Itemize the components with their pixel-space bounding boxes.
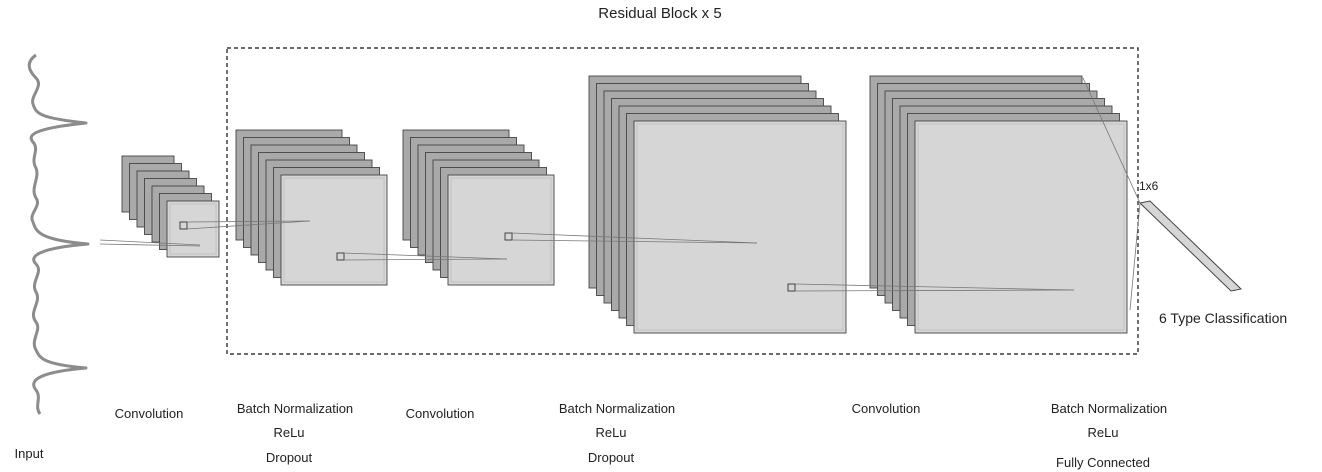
feature-map-inner-border (917, 123, 1125, 331)
classification-label: 6 Type Classification (1159, 310, 1288, 326)
feature-map-inner-border (283, 177, 385, 283)
kernel-window (179, 221, 188, 230)
kernel-window (336, 252, 345, 261)
kernel-connector-line (186, 220, 311, 223)
bn2-feature-stack (588, 75, 847, 334)
conv1-feature-stack (121, 155, 220, 258)
residual-block-title: Residual Block x 5 (598, 5, 722, 22)
bn3-label-line1: Batch Normalization (1050, 401, 1168, 416)
kernel-window (504, 232, 513, 241)
bn1-label-line1: Batch Normalization (236, 401, 354, 416)
bn2-label-line1: Batch Normalization (558, 401, 676, 416)
feature-map-front (280, 174, 388, 286)
fc-connector-line (1082, 77, 1141, 204)
conv2-feature-stack (402, 129, 555, 286)
feature-map-inner-border (169, 203, 217, 255)
kernel-connector-line (794, 289, 1075, 292)
feature-map-inner-border (450, 177, 552, 283)
fc-connector-line (1129, 202, 1141, 311)
kernel-connector-line (343, 252, 508, 260)
kernel-connector-line (511, 239, 758, 244)
bn1-feature-stack (235, 129, 388, 286)
conv1-label: Convolution (114, 406, 184, 421)
input-label: Input (14, 446, 44, 461)
input-signal-waveform (27, 53, 90, 415)
kernel-connector-line (343, 258, 508, 261)
feature-map-front (447, 174, 555, 286)
kernel-connector-line (511, 232, 758, 244)
conv3-feature-stack (869, 75, 1128, 334)
kernel-connector-line (186, 220, 311, 230)
bn3-label-line2: ReLu (1087, 425, 1119, 440)
bn2-label-line3: Dropout (587, 450, 635, 465)
feature-map-inner-border (636, 123, 844, 331)
bn1-label-line2: ReLu (273, 425, 305, 440)
residual-block-frame (226, 47, 1139, 355)
conv2-label: Convolution (405, 406, 475, 421)
kernel-connector-line (794, 283, 1075, 291)
kernel-window (787, 283, 796, 292)
input-connector-line (99, 239, 201, 246)
bn2-label-line2: ReLu (595, 425, 627, 440)
bn3-label-line3: Fully Connected (1056, 455, 1150, 470)
fully-connected-output-bar (1138, 200, 1243, 292)
feature-map-front (914, 120, 1128, 334)
feature-map-front (633, 120, 847, 334)
input-connector-line (99, 243, 201, 247)
conv3-label: Convolution (851, 401, 921, 416)
bn1-label-line3: Dropout (265, 450, 313, 465)
output-dimension-label: 1x6 (1139, 179, 1159, 193)
